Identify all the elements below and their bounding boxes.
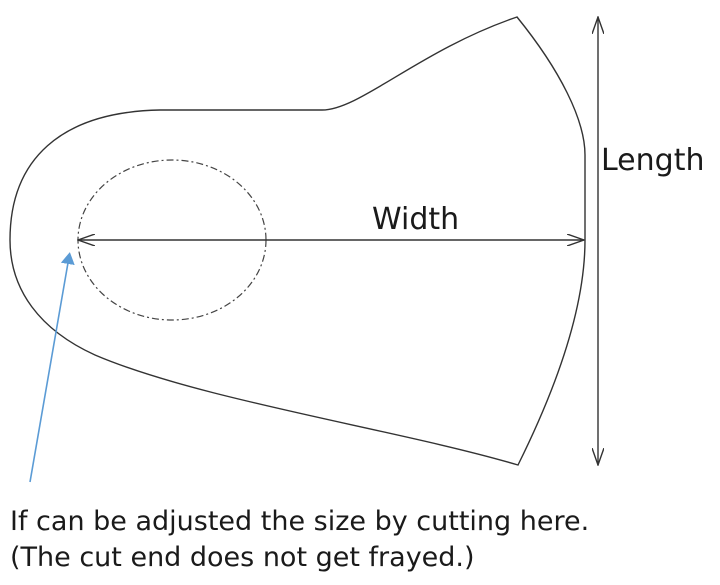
length-label: Length	[601, 143, 704, 178]
width-label: Width	[372, 202, 459, 237]
caption-line-2: (The cut end does not get frayed.)	[10, 542, 475, 573]
mask-outline	[9, 16, 586, 466]
caption-line-1: If can be adjusted the size by cutting h…	[10, 506, 589, 537]
cut-pointer-arrow	[29, 252, 75, 483]
